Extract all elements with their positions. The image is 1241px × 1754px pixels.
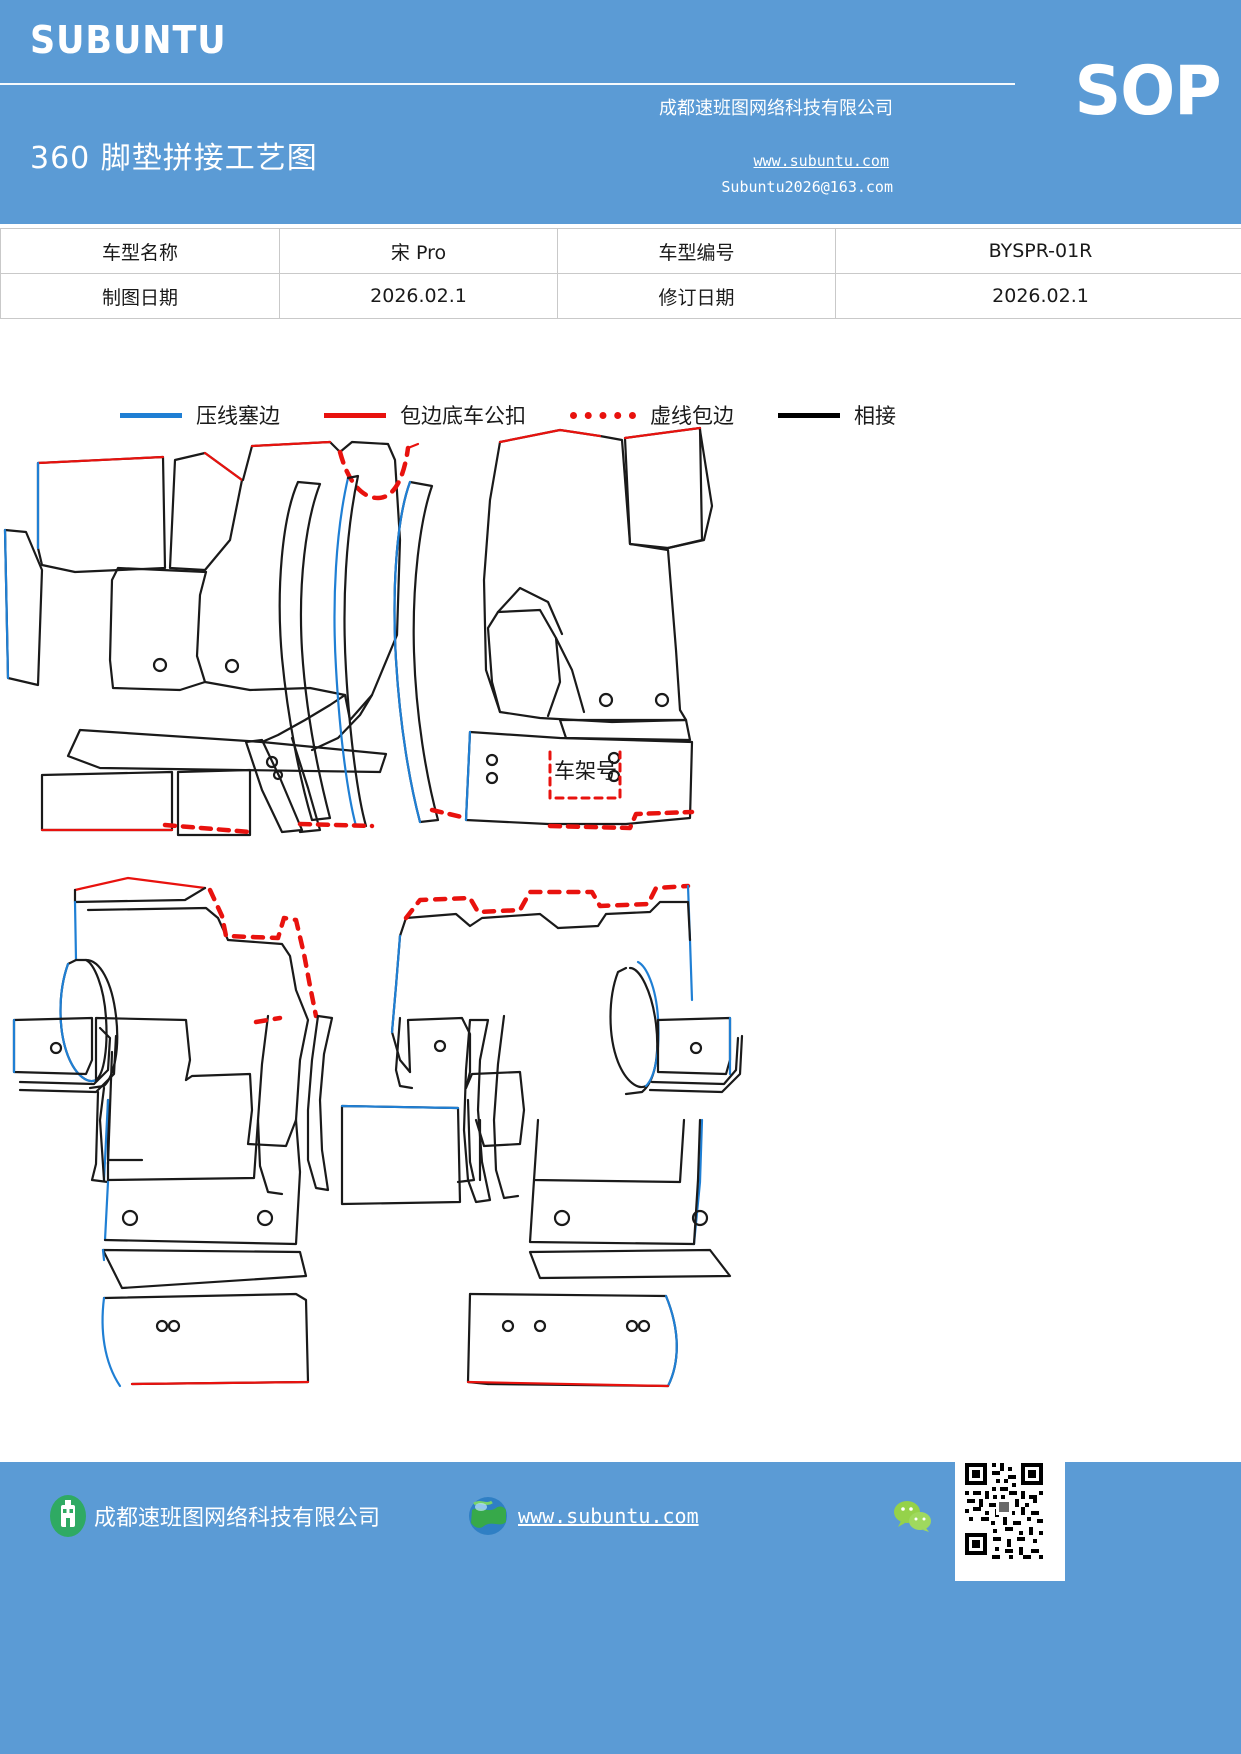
vehicle-info-table: 车型名称 宋 Pro 车型编号 BYSPR-01R 制图日期 2026.02.1… [0,228,1241,319]
footer-website: www.subuntu.com [466,1494,699,1538]
legend-label: 相接 [854,404,896,428]
model-code-value: BYSPR-01R [835,228,1241,274]
legend-item-seam: 压线塞边 [120,400,280,430]
sop-badge: SOP [1075,52,1222,131]
wechat-icon[interactable] [893,1500,933,1532]
panel-rear-left-mat [12,876,319,1388]
legend-item-binding: 包边底车公扣 [324,400,526,430]
panel-rear-center-strips [253,1014,520,1206]
panel-front-center-tunnel-left [278,474,375,829]
page-header: SUBUNTU 360 脚垫拼接工艺图 SOP 成都速班图网络科技有限公司 ww… [0,0,1241,224]
legend-swatch-blue-icon [120,412,182,418]
pattern-drawing: 车架号 [0,420,1241,1430]
header-email: Subuntu2026@163.com [721,178,893,196]
model-code-label: 车型编号 [557,228,836,274]
legend-item-join: 相接 [778,400,896,430]
table-row: 制图日期 2026.02.1 修订日期 2026.02.1 [0,273,1241,319]
qr-code-icon [961,1455,1047,1563]
footer-company-name: 成都速班图网络科技有限公司 [94,1506,381,1531]
legend-label: 包边底车公扣 [400,404,526,428]
legend: 压线塞边 包边底车公扣 虚线包边 相接 [120,398,1020,432]
panel-front-right-mat: 车架号 [429,426,714,831]
brand-logo: SUBUNTU [30,18,227,62]
panel-rear-right-mat [390,883,744,1388]
model-name-value: 宋 Pro [279,228,558,274]
revise-date-label: 修订日期 [557,273,836,319]
draw-date-value: 2026.02.1 [279,273,558,319]
legend-swatch-red-icon [324,412,386,418]
footer-company: 成都速班图网络科技有限公司 [48,1494,380,1538]
draw-date-label: 制图日期 [0,273,280,319]
legend-label: 虚线包边 [650,404,734,428]
revise-date-value: 2026.02.1 [835,273,1241,319]
footer-website-link[interactable]: www.subuntu.com [518,1504,699,1528]
header-divider [0,83,1015,85]
pattern-drawing-svg: 车架号 [3,426,744,1388]
legend-swatch-dotted-icon [570,411,636,419]
panel-front-left-mat [3,440,420,837]
qr-code[interactable] [955,1449,1065,1581]
model-name-label: 车型名称 [0,228,280,274]
legend-label: 压线塞边 [196,404,280,428]
table-row: 车型名称 宋 Pro 车型编号 BYSPR-01R [0,228,1241,274]
header-website-link[interactable]: www.subuntu.com [753,152,889,170]
legend-item-dashed-binding: 虚线包边 [570,400,734,430]
panel-front-center-tunnel-right [393,480,440,824]
vin-number-label: 车架号 [554,759,617,783]
page-title: 360 脚垫拼接工艺图 [30,141,318,176]
legend-swatch-black-icon [778,412,840,418]
building-icon [50,1495,86,1537]
globe-icon [469,1497,507,1535]
header-company-name: 成都速班图网络科技有限公司 [659,98,893,119]
